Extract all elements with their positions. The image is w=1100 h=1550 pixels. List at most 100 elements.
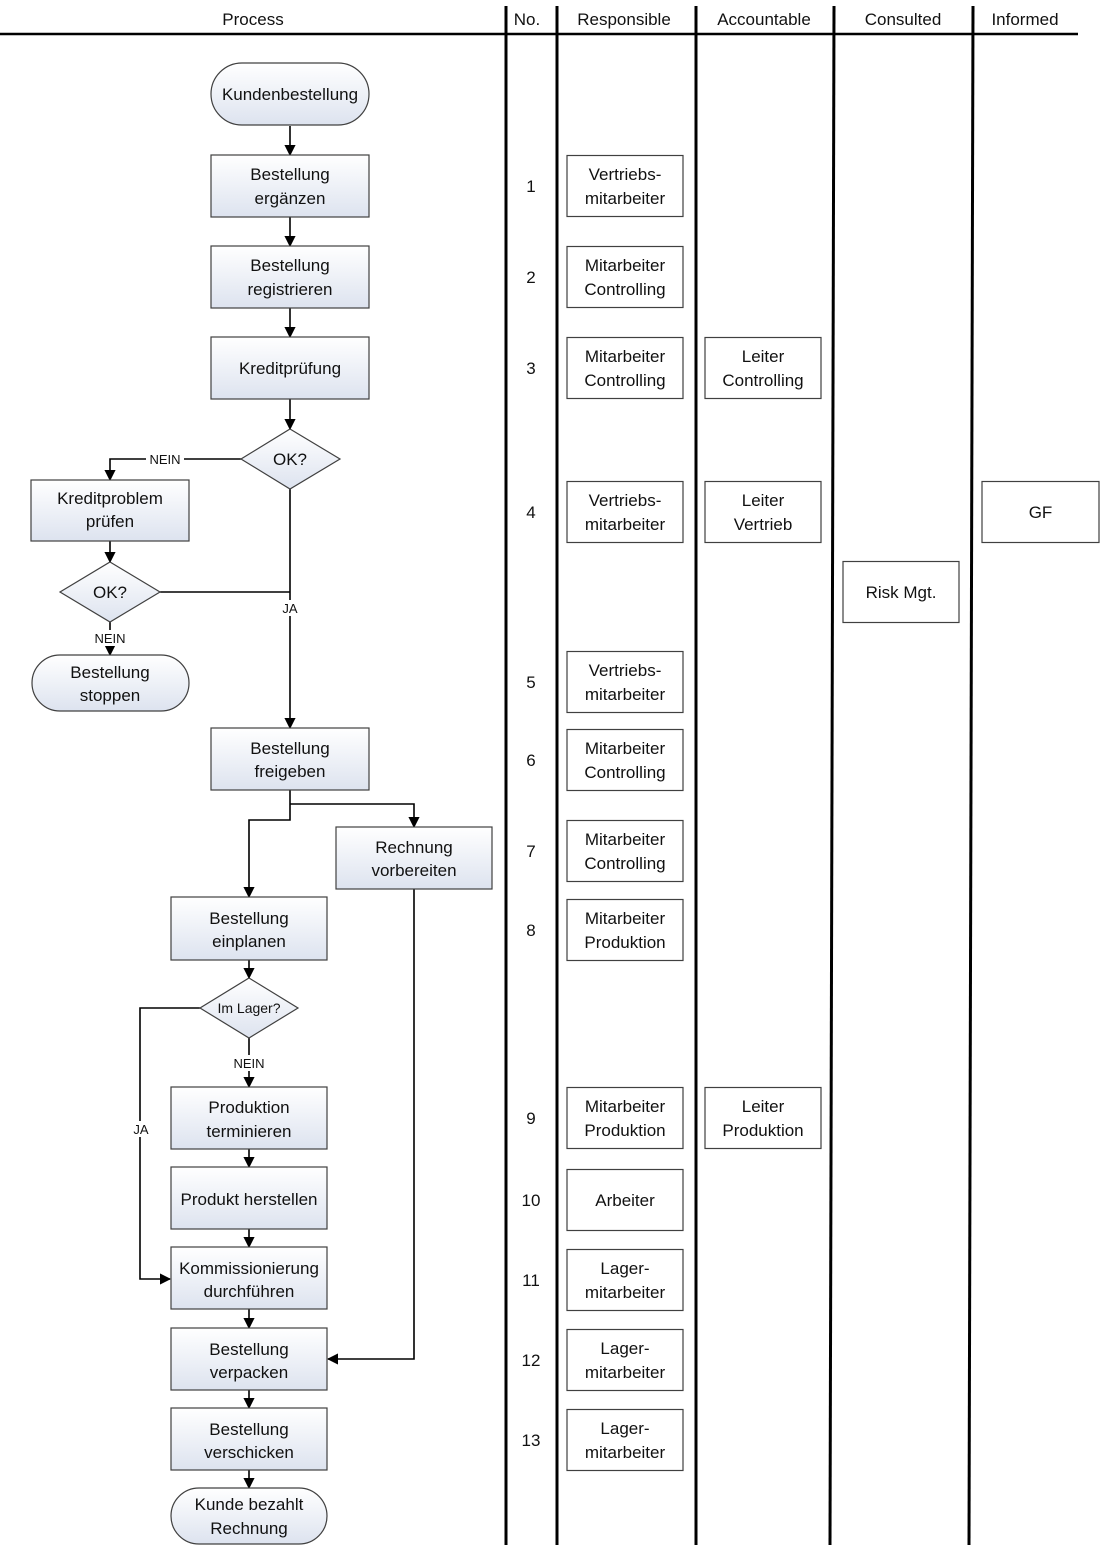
ship-line-2: verschicken [204,1443,294,1462]
row-13-responsible-text: Lager-mitarbeiter [585,1419,666,1462]
connector-release-invoice [290,803,420,829]
row-number: 11 [522,1271,540,1290]
row-8-responsible-box [566,898,684,962]
connector-decision1-nein [104,458,241,482]
separator-accountable-consulted [828,5,836,1546]
decision-3-diamond [198,977,300,1039]
row-11-responsible-text: Lager-mitarbeiter [585,1259,666,1302]
row-9-accountable-line-2: Produktion [722,1121,803,1140]
label-ja-1: JA [282,601,298,616]
header-process: Process [222,10,283,29]
row-number: 8 [526,921,535,940]
stop-line-2: stoppen [80,686,141,705]
label-ja-3: JA [133,1122,149,1137]
connector-invoice-pack [326,889,415,1365]
start-text-1: Kundenbestellung [222,85,358,104]
credit-check-line-2: prüfen [86,512,134,531]
end-line-1: Kunde bezahlt [195,1495,304,1514]
schedule-box [170,1086,328,1150]
row-4-responsible-text: Vertriebs-mitarbeiter [585,491,666,534]
invoice-line-2: vorbereiten [371,861,456,880]
row-number: 12 [522,1351,541,1370]
row-9-accountable-line-1: Leiter [742,1097,785,1116]
decision-3-text: Im Lager? [217,1000,280,1016]
row-9-accountable-box [704,1086,822,1150]
row-9-responsible-line-2: Produktion [584,1121,665,1140]
plan-line-2: einplanen [212,932,286,951]
row-number: 5 [526,673,535,692]
row-6-responsible-line-2: Controlling [584,763,665,782]
row-10-responsible-line-1: Arbeiter [595,1191,655,1210]
row-2-responsible-line-1: Mitarbeiter [585,256,666,275]
header-consulted: Consulted [865,10,942,29]
row-1-responsible-line-2: mitarbeiter [585,189,666,208]
connector-release-plan [243,804,291,899]
schedule-line-1: Produktion [208,1098,289,1117]
row-4-accountable-box [704,480,822,544]
svg-text:Produkt herstellen: Produkt herstellen [180,1190,317,1209]
flow-shapes: Kundenbestellung Bestellung ergänzen Best… [30,62,493,1545]
row-12-responsible-box [566,1328,684,1392]
produce-box [170,1166,328,1230]
row-4-responsible-box [566,480,684,544]
start-terminator [210,62,370,126]
row-4-informed-line-1: GF [1029,503,1053,522]
row-number: 1 [526,177,535,196]
picking-line-1: Kommissionierung [179,1259,319,1278]
row-8-responsible-line-1: Mitarbeiter [585,909,666,928]
row-7-responsible-line-2: Controlling [584,854,665,873]
separator-consulted-informed [967,5,975,1546]
row-13-responsible-box [566,1408,684,1472]
row-7-responsible-line-1: Mitarbeiter [585,830,666,849]
header-responsible: Responsible [577,10,671,29]
end-terminator [170,1487,328,1545]
ship-box [170,1407,328,1471]
row-5-responsible-text: Vertriebs-mitarbeiter [585,661,666,704]
header-accountable: Accountable [717,10,811,29]
row-number: 2 [526,268,535,287]
row-number: 4 [526,503,535,522]
step-1-line-2: ergänzen [255,189,326,208]
decision-2-diamond [58,561,162,623]
row-9-responsible-box [566,1086,684,1150]
schedule-line-2: terminieren [206,1122,291,1141]
row-1-responsible-box [566,154,684,218]
row-1-responsible-text: Vertriebs-mitarbeiter [585,165,666,208]
connector-labels: NEIN JA NEIN NEIN JA [91,451,300,1137]
release-box [210,727,370,791]
row-6-responsible-line-1: Mitarbeiter [585,739,666,758]
row-3-responsible-line-1: Mitarbeiter [585,347,666,366]
svg-text:Kreditprüfung: Kreditprüfung [239,359,341,378]
column-separators [504,5,975,1546]
release-line-1: Bestellung [250,739,329,758]
row-number: 10 [522,1191,541,1210]
row-10-responsible-box [566,1168,684,1232]
produce-line-1: Produkt herstellen [180,1190,317,1209]
row-number: 7 [526,842,535,861]
picking-line-2: durchführen [204,1282,295,1301]
step-1-box [210,154,370,218]
row-3-accountable-line-1: Leiter [742,347,785,366]
plan-line-1: Bestellung [209,909,288,928]
pack-line-2: verpacken [210,1363,288,1382]
invoice-box [335,826,493,890]
row-11-responsible-line-1: Lager- [600,1259,649,1278]
stop-line-1: Bestellung [70,663,149,682]
step-3-box [210,336,370,400]
